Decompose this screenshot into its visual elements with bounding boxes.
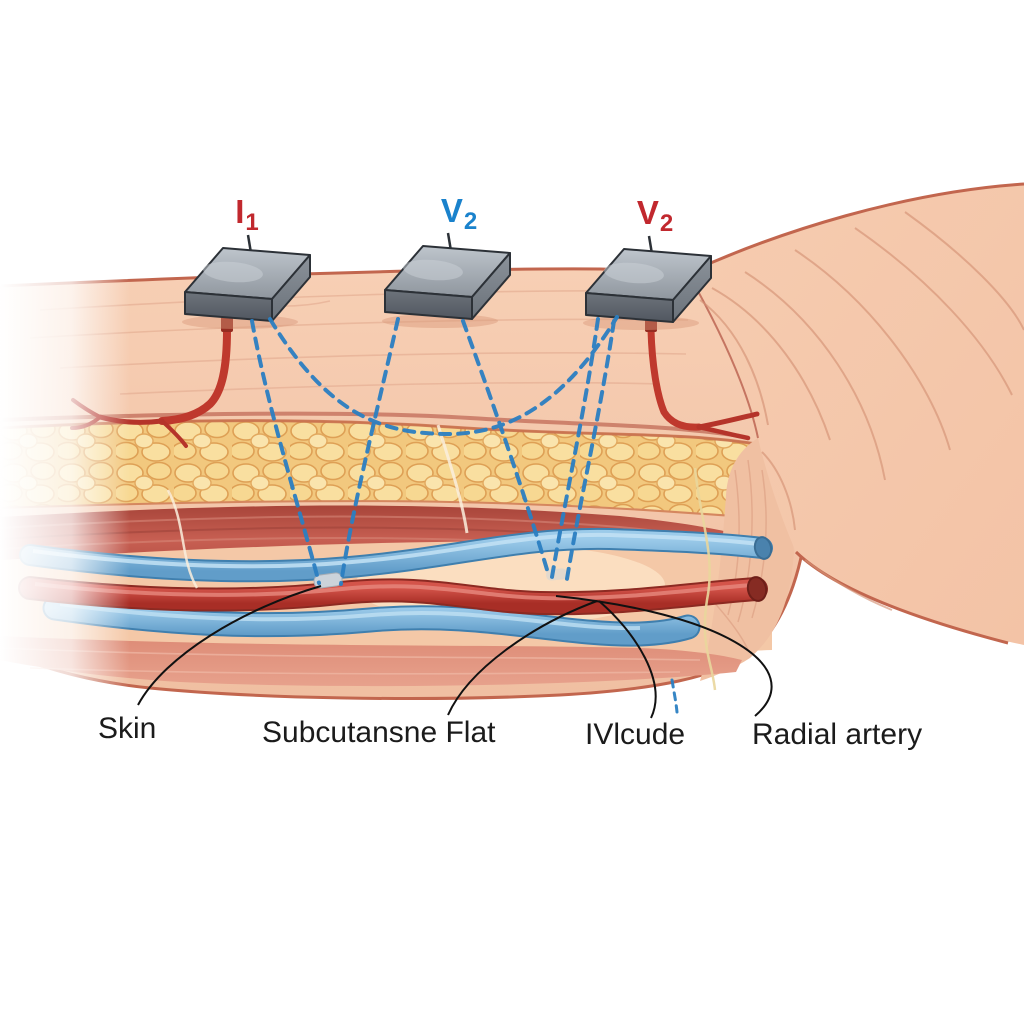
electrode-label-I1: I1 <box>235 193 259 235</box>
leader-line-fat <box>447 600 598 716</box>
anatomy-label-radial-artery: Radial artery <box>752 718 923 751</box>
tissue-block <box>0 267 813 701</box>
vein-lower <box>42 595 701 647</box>
fascia-lines <box>166 424 469 589</box>
current-electrode-1 <box>184 234 311 322</box>
electrode-label-letter: I <box>235 193 245 230</box>
electrode-label-subscript: 2 <box>463 208 478 235</box>
left-fade <box>0 0 130 1024</box>
electrode-label-letter: V <box>440 192 463 229</box>
radial-artery-vessel <box>18 576 768 616</box>
nerve-line <box>693 467 717 691</box>
electrode-label-subscript: 2 <box>659 210 674 237</box>
forearm-right <box>687 182 1024 645</box>
leader-lines <box>137 585 773 719</box>
leader-line-skin <box>137 585 322 706</box>
field-lines <box>250 315 679 714</box>
electrode-label-V2-blue: V2 <box>440 192 477 234</box>
leader-line-muscle <box>598 600 657 719</box>
dermis-fat-boundary <box>0 411 741 438</box>
anatomy-label-skin: Skin <box>98 712 157 745</box>
skin-surface-line <box>687 182 1024 275</box>
voltage-electrode-3 <box>585 235 712 323</box>
electrode-label-V2-red: V2 <box>636 194 673 236</box>
electrode-label-letter: V <box>636 194 659 231</box>
cut-crease <box>687 272 759 439</box>
anatomy-label-muscle: IVlcude <box>585 718 686 751</box>
wrist-wrinkles <box>699 211 1024 611</box>
electrode-label-subscript: 1 <box>245 209 259 236</box>
anatomy-label-subcutaneous-fat: Subcutansne Flat <box>262 716 496 749</box>
leader-line-radial-artery <box>555 595 773 717</box>
voltage-electrode-2 <box>384 232 511 320</box>
vein-upper <box>19 527 773 583</box>
deep-sensor-patch <box>313 572 343 589</box>
